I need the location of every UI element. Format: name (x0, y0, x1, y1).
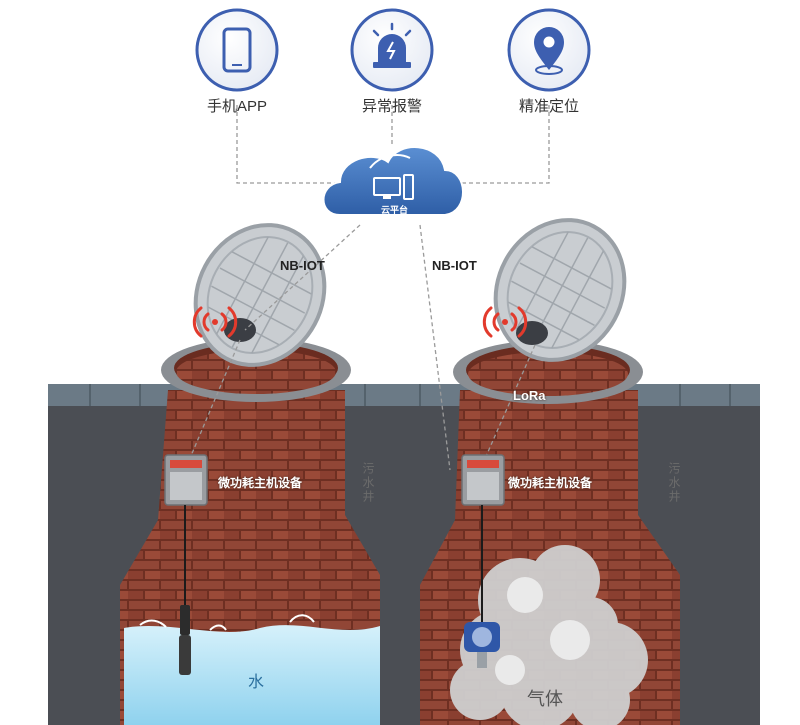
left-nb-iot-label: NB-IOT (280, 258, 325, 273)
left-device-label: 微功耗主机设备 (218, 476, 303, 490)
left-host-device (164, 454, 208, 506)
water-label: 水 (248, 674, 265, 691)
left-well-side-label: 污水井 (361, 462, 375, 504)
right-well-rim (453, 340, 643, 404)
service-label-precise-location: 精准定位 (518, 98, 579, 115)
gas-label: 气体 (527, 689, 563, 709)
right-device-label: 微功耗主机设备 (508, 476, 593, 490)
right-nb-iot-label: NB-IOT (432, 258, 477, 273)
gas-cloud (450, 545, 648, 725)
gas-detector (464, 622, 500, 668)
cloud-platform-label: 云平台 (381, 205, 409, 215)
right-host-device (461, 454, 505, 506)
network-links (184, 105, 550, 471)
right-well-side-label: 污水井 (667, 462, 681, 504)
cloud-platform (322, 146, 464, 216)
smartphone-icon (195, 8, 279, 92)
water-splash (139, 614, 315, 631)
location-pin-icon (507, 8, 591, 92)
service-label-abnormal-alarm: 异常报警 (361, 98, 422, 115)
gas-cloud-highlights (495, 577, 590, 685)
curb-stones (48, 384, 760, 406)
water-level-sensor (179, 605, 191, 675)
lora-label: LoRa (513, 388, 546, 403)
left-signal-icon (192, 306, 238, 338)
left-cover-antenna (224, 318, 256, 342)
alarm-siren-icon (350, 8, 434, 92)
right-signal-icon (482, 306, 528, 338)
left-well-rim (161, 338, 351, 402)
curb-joints (89, 384, 731, 406)
service-label-mobile-app: 手机APP (206, 98, 267, 115)
cloud-server-icon (373, 174, 414, 200)
